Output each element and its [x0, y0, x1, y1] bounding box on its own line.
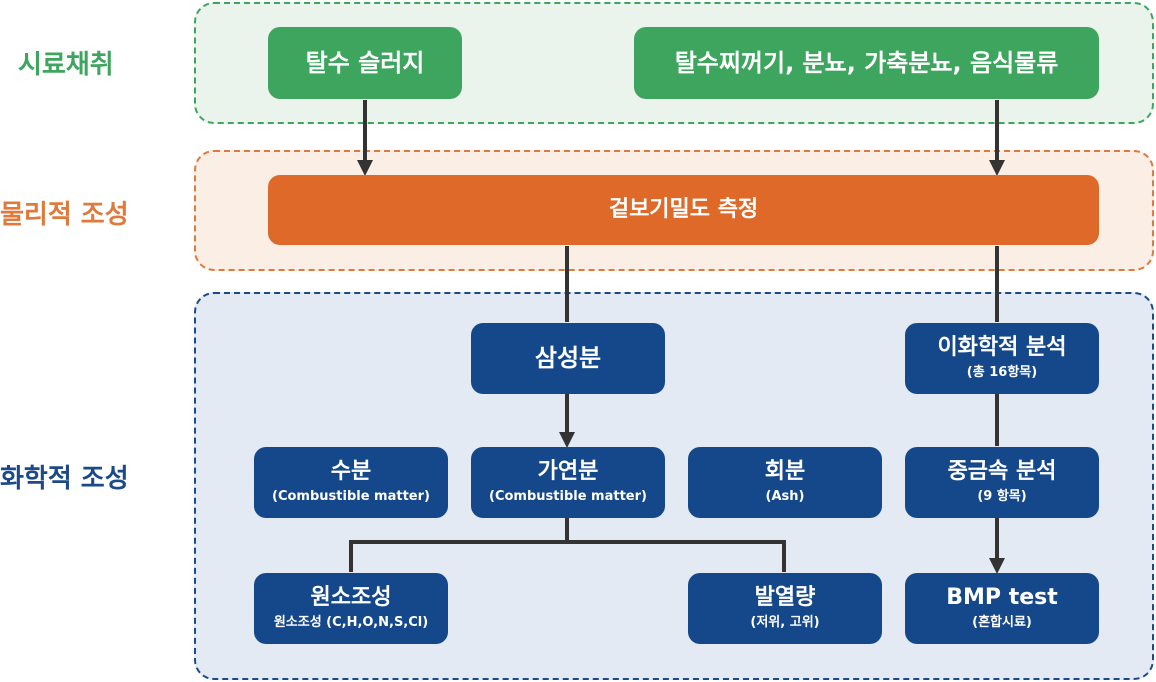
node-ash-title: 회분 [764, 459, 806, 485]
node-mixed-waste-title: 탈수찌꺼기, 분뇨, 가축분뇨, 음식물류 [674, 48, 1059, 77]
node-heating-value-sub: (저위, 고위) [750, 614, 820, 630]
node-dewatered-sludge: 탈수 슬러지 [268, 27, 462, 99]
node-combustible-title: 가연분 [537, 459, 599, 485]
node-combustible: 가연분 (Combustible matter) [471, 447, 665, 518]
node-three-components: 삼성분 [471, 323, 665, 394]
node-bmp: BMP test (혼합시료) [905, 573, 1099, 644]
node-moisture-sub: (Combustible matter) [272, 488, 430, 504]
node-bulk-density-title: 겉보기밀도 측정 [608, 196, 759, 222]
node-mixed-waste: 탈수찌꺼기, 분뇨, 가축분뇨, 음식물류 [634, 27, 1099, 99]
stage-label-physical: 물리적 조성 [0, 200, 129, 230]
node-elemental-title: 원소조성 [310, 585, 392, 611]
node-heavy-metals-title: 중금속 분석 [947, 459, 1057, 485]
stage-label-sampling: 시료채취 [18, 50, 114, 80]
node-physicochemical-title: 이화학적 분석 [937, 335, 1067, 361]
node-heavy-metals-sub: (9 항목) [977, 488, 1027, 504]
node-elemental-sub: 원소조성 (C,H,O,N,S,Cl) [273, 614, 429, 630]
node-dewatered-sludge-title: 탈수 슬러지 [305, 48, 425, 77]
node-physicochemical: 이화학적 분석 (총 16항목) [905, 323, 1099, 394]
node-bulk-density: 겉보기밀도 측정 [268, 175, 1099, 245]
bracket-combustible-split [349, 540, 786, 572]
node-bmp-title: BMP test [946, 585, 1058, 611]
stage-label-chemical: 화학적 조성 [0, 464, 129, 494]
node-physicochemical-sub: (총 16항목) [966, 364, 1038, 380]
node-bmp-sub: (혼합시료) [972, 614, 1032, 630]
node-combustible-sub: (Combustible matter) [489, 488, 647, 504]
node-ash-sub: (Ash) [765, 488, 805, 504]
node-ash: 회분 (Ash) [688, 447, 882, 518]
node-heavy-metals: 중금속 분석 (9 항목) [905, 447, 1099, 518]
node-elemental: 원소조성 원소조성 (C,H,O,N,S,Cl) [254, 573, 448, 644]
node-heating-value: 발열량 (저위, 고위) [688, 573, 882, 644]
node-heating-value-title: 발열량 [754, 585, 816, 611]
node-three-components-title: 삼성분 [534, 344, 602, 373]
node-moisture-title: 수분 [330, 459, 372, 485]
node-moisture: 수분 (Combustible matter) [254, 447, 448, 518]
